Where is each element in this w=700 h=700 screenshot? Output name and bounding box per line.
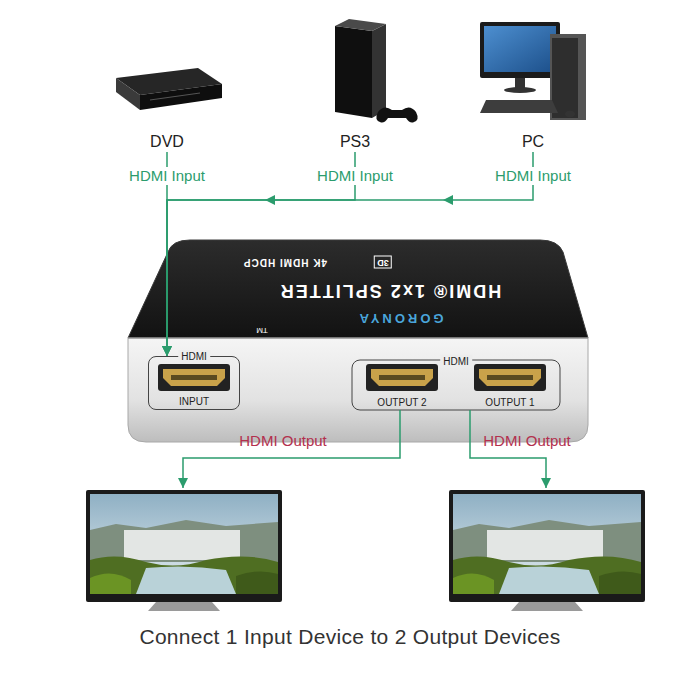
connector-line — [167, 152, 533, 356]
port-slot — [487, 375, 533, 380]
output-label: HDMI Output — [483, 432, 571, 450]
splitter-front — [128, 338, 588, 442]
node-text: GORONYA — [357, 311, 444, 326]
dvd-player — [116, 68, 222, 110]
monitor-neck — [515, 78, 525, 88]
tv-left — [86, 490, 282, 611]
edge-label: HDMI Input — [314, 167, 396, 185]
node-text: PC — [478, 132, 588, 152]
ps3-top — [335, 19, 386, 31]
output1-port-socket — [474, 364, 546, 391]
edge-label: HDMI Input — [492, 167, 574, 185]
device-node: DVD — [112, 40, 222, 152]
output-label: HDMI Output — [239, 432, 327, 450]
output-wire — [183, 410, 400, 488]
ps3-front — [335, 26, 372, 118]
hdmi-input-connector — [167, 152, 533, 356]
port-frame — [474, 364, 546, 391]
splitter-top — [128, 240, 588, 338]
node-text: HDMI® 1x2 SPLITTER — [279, 280, 501, 301]
flow-arrow — [443, 195, 453, 205]
device-node: PS3 — [300, 20, 410, 152]
port-frame — [366, 364, 438, 391]
connector-line — [167, 152, 355, 356]
ps3-console — [335, 19, 418, 123]
pc-tower-front — [552, 38, 578, 118]
node-text: 3D — [374, 256, 392, 269]
pc-tower — [550, 34, 586, 120]
node-text: PS3 — [300, 132, 410, 152]
diagram-caption: Connect 1 Input Device to 2 Output Devic… — [0, 624, 700, 650]
hdmi-port: OUTPUT 1 — [464, 362, 556, 410]
node-text: TM — [256, 326, 268, 335]
monitor-base — [504, 87, 536, 93]
dvd-tray — [150, 93, 200, 100]
port-gold — [479, 369, 541, 386]
hdmi-port: OUTPUT 2 — [356, 362, 448, 410]
splitter-body — [128, 240, 588, 442]
node-text: INPUT — [149, 395, 239, 408]
mouse — [565, 111, 575, 118]
tv-right — [449, 490, 645, 611]
ps3-controller — [376, 107, 417, 122]
port-gold — [163, 369, 225, 386]
monitor-bezel — [480, 22, 560, 78]
splitter-box: HDMI® 1x2 SPLITTER 4K HDMI HDCP 3D GORONYA T… — [128, 238, 588, 442]
hdmi-input-connector — [167, 152, 355, 356]
output-wire — [470, 410, 546, 488]
keyboard — [480, 100, 558, 113]
port-frame — [158, 364, 230, 391]
connector-line — [166, 152, 168, 356]
edge-label: HDMI Input — [126, 167, 208, 185]
output2-port-socket — [366, 364, 438, 391]
node-text: OUTPUT 2 — [356, 396, 448, 409]
port-group-label: HDMI — [440, 355, 472, 368]
monitor-screen — [484, 26, 556, 72]
pc-computer — [480, 22, 586, 120]
ps3-side — [372, 24, 386, 118]
node-text: 4K HDMI HDCP — [243, 257, 327, 268]
dvd-front — [140, 84, 222, 110]
port-slot — [379, 375, 425, 380]
dvd-side — [116, 78, 140, 110]
flow-arrow — [265, 195, 275, 205]
node-text: DVD — [112, 132, 222, 152]
output-bracket — [352, 360, 560, 410]
port-slot — [171, 375, 217, 380]
device-node: PC — [478, 20, 588, 152]
input-port-socket — [158, 364, 230, 391]
hdmi-input-connector — [167, 152, 168, 356]
port-gold — [371, 369, 433, 386]
hdmi-port: HDMIINPUT — [148, 356, 240, 410]
node-text: OUTPUT 1 — [464, 396, 556, 409]
splitter-edge — [128, 337, 588, 338]
node-text: HDMI — [178, 350, 210, 363]
